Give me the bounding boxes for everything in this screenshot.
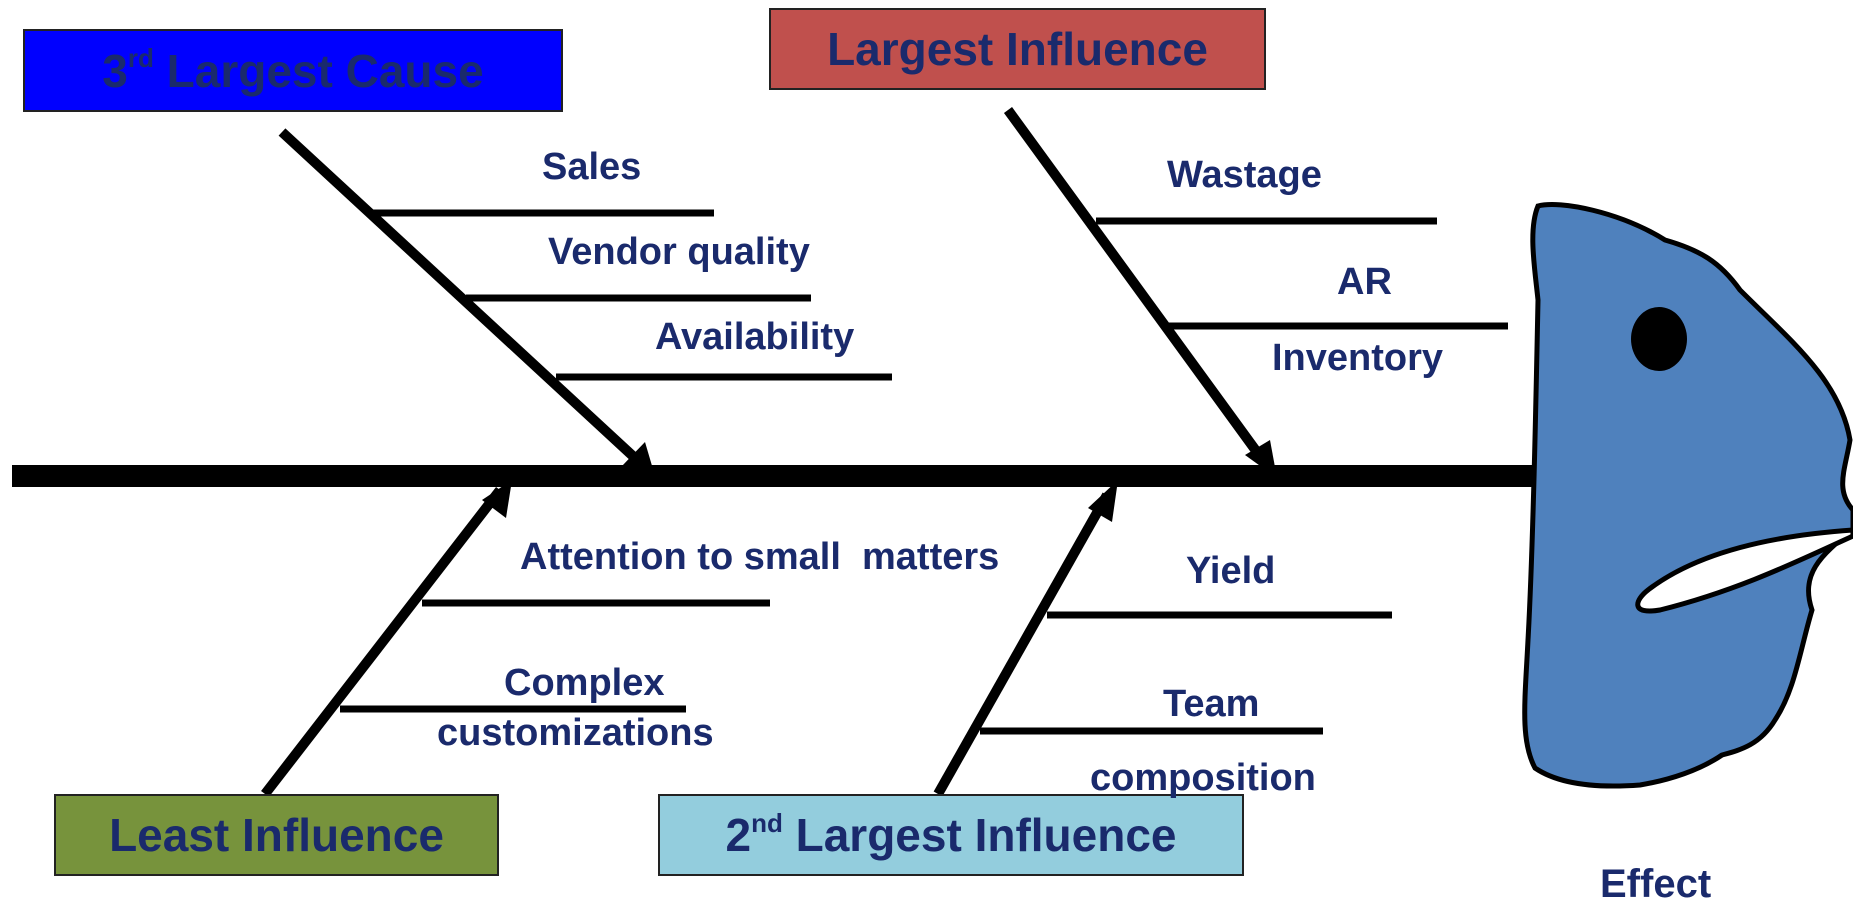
cause-attention: Attention to small matters xyxy=(520,536,1000,578)
second-largest-rest: Largest Influence xyxy=(782,809,1177,861)
cause-vendor-quality: Vendor quality xyxy=(548,231,810,273)
cause-availability: Availability xyxy=(655,316,855,358)
arrowhead-third-largest xyxy=(622,442,655,476)
effect-label: Effect xyxy=(1600,862,1712,906)
arrowhead-second-largest xyxy=(1088,480,1118,522)
third-largest-sup: rd xyxy=(127,43,154,73)
bone-least xyxy=(261,486,504,798)
bone-second-largest xyxy=(933,492,1112,797)
largest-label: Largest Influence xyxy=(827,23,1208,75)
cause-yield: Yield xyxy=(1186,550,1276,592)
bone-third-largest xyxy=(278,128,652,474)
cause-team: Team xyxy=(1163,683,1260,725)
cause-complex: Complex xyxy=(504,662,665,704)
cause-ar: AR xyxy=(1337,261,1392,303)
arrowhead-largest xyxy=(1245,440,1277,478)
cause-sales: Sales xyxy=(542,146,642,188)
least-label: Least Influence xyxy=(109,809,444,861)
cause-wastage: Wastage xyxy=(1167,154,1322,196)
cause-customizations: customizations xyxy=(437,712,714,754)
bone-largest xyxy=(1003,107,1275,473)
arrowhead-least xyxy=(482,480,512,518)
cause-inventory: Inventory xyxy=(1272,337,1444,379)
third-largest-rest: Largest Cause xyxy=(153,44,484,97)
third-largest-prefix: 3 xyxy=(102,44,128,97)
cause-composition: composition xyxy=(1090,757,1316,799)
fish-head xyxy=(1522,201,1853,789)
second-largest-sup: nd xyxy=(751,807,783,838)
fish-eye xyxy=(1631,307,1687,371)
category-largest: Largest Influence xyxy=(769,8,1266,90)
second-largest-prefix: 2 xyxy=(725,809,752,861)
fish-mouth xyxy=(1635,527,1853,614)
category-least: Least Influence xyxy=(54,794,499,876)
